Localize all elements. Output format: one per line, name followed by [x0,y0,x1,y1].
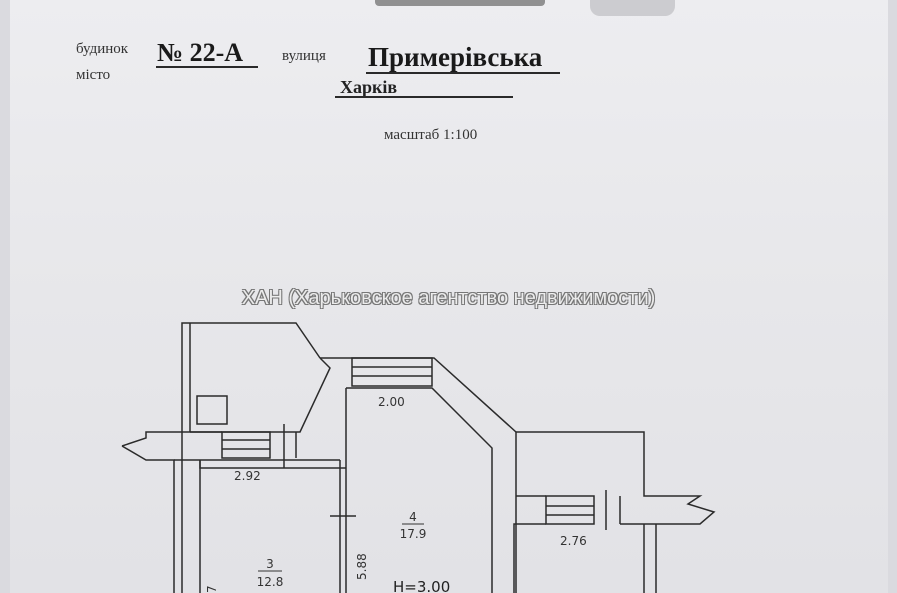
house-number-underline [156,66,258,68]
page-shadow-right [888,0,897,593]
dim-left-edge: 7 [205,585,219,593]
ceiling-height: H=3.00 [393,578,450,593]
dim-landing-width: 2.00 [378,395,405,409]
street-label: вулиця [282,48,326,64]
city-name-underline [335,96,513,98]
document-page [10,0,888,593]
street-name-underline [366,72,560,74]
city-name: Харків [340,77,398,97]
scale-label: масштаб 1:100 [384,127,478,143]
house-label: будинок [76,41,129,57]
house-number: № 22-А [157,38,244,67]
room-4-number: 4 [409,510,417,524]
room-3-number: 3 [266,557,274,571]
plan-stair-middle [351,357,433,387]
cut-off-heading [375,0,545,6]
street-name: Примерівська [368,42,543,72]
plan-wall-upper-left [181,322,321,593]
room-4-area: 17.9 [400,527,427,541]
dim-room4-length: 5.88 [355,553,369,580]
dim-left-room-width: 2.92 [234,469,261,483]
page-shadow-left [0,0,10,593]
room-3-area: 12.8 [257,575,284,589]
city-label: місто [76,67,111,83]
top-stain [590,0,675,16]
plan-stair-right [545,495,595,525]
dim-right-room-width: 2.76 [560,534,587,548]
plan-wall-left-corridor [121,431,222,447]
watermark: ХАН (Харьковское агентство недвижимости) [241,287,656,309]
plan-fixture-box [196,395,228,425]
plan-stair-left [221,431,271,459]
